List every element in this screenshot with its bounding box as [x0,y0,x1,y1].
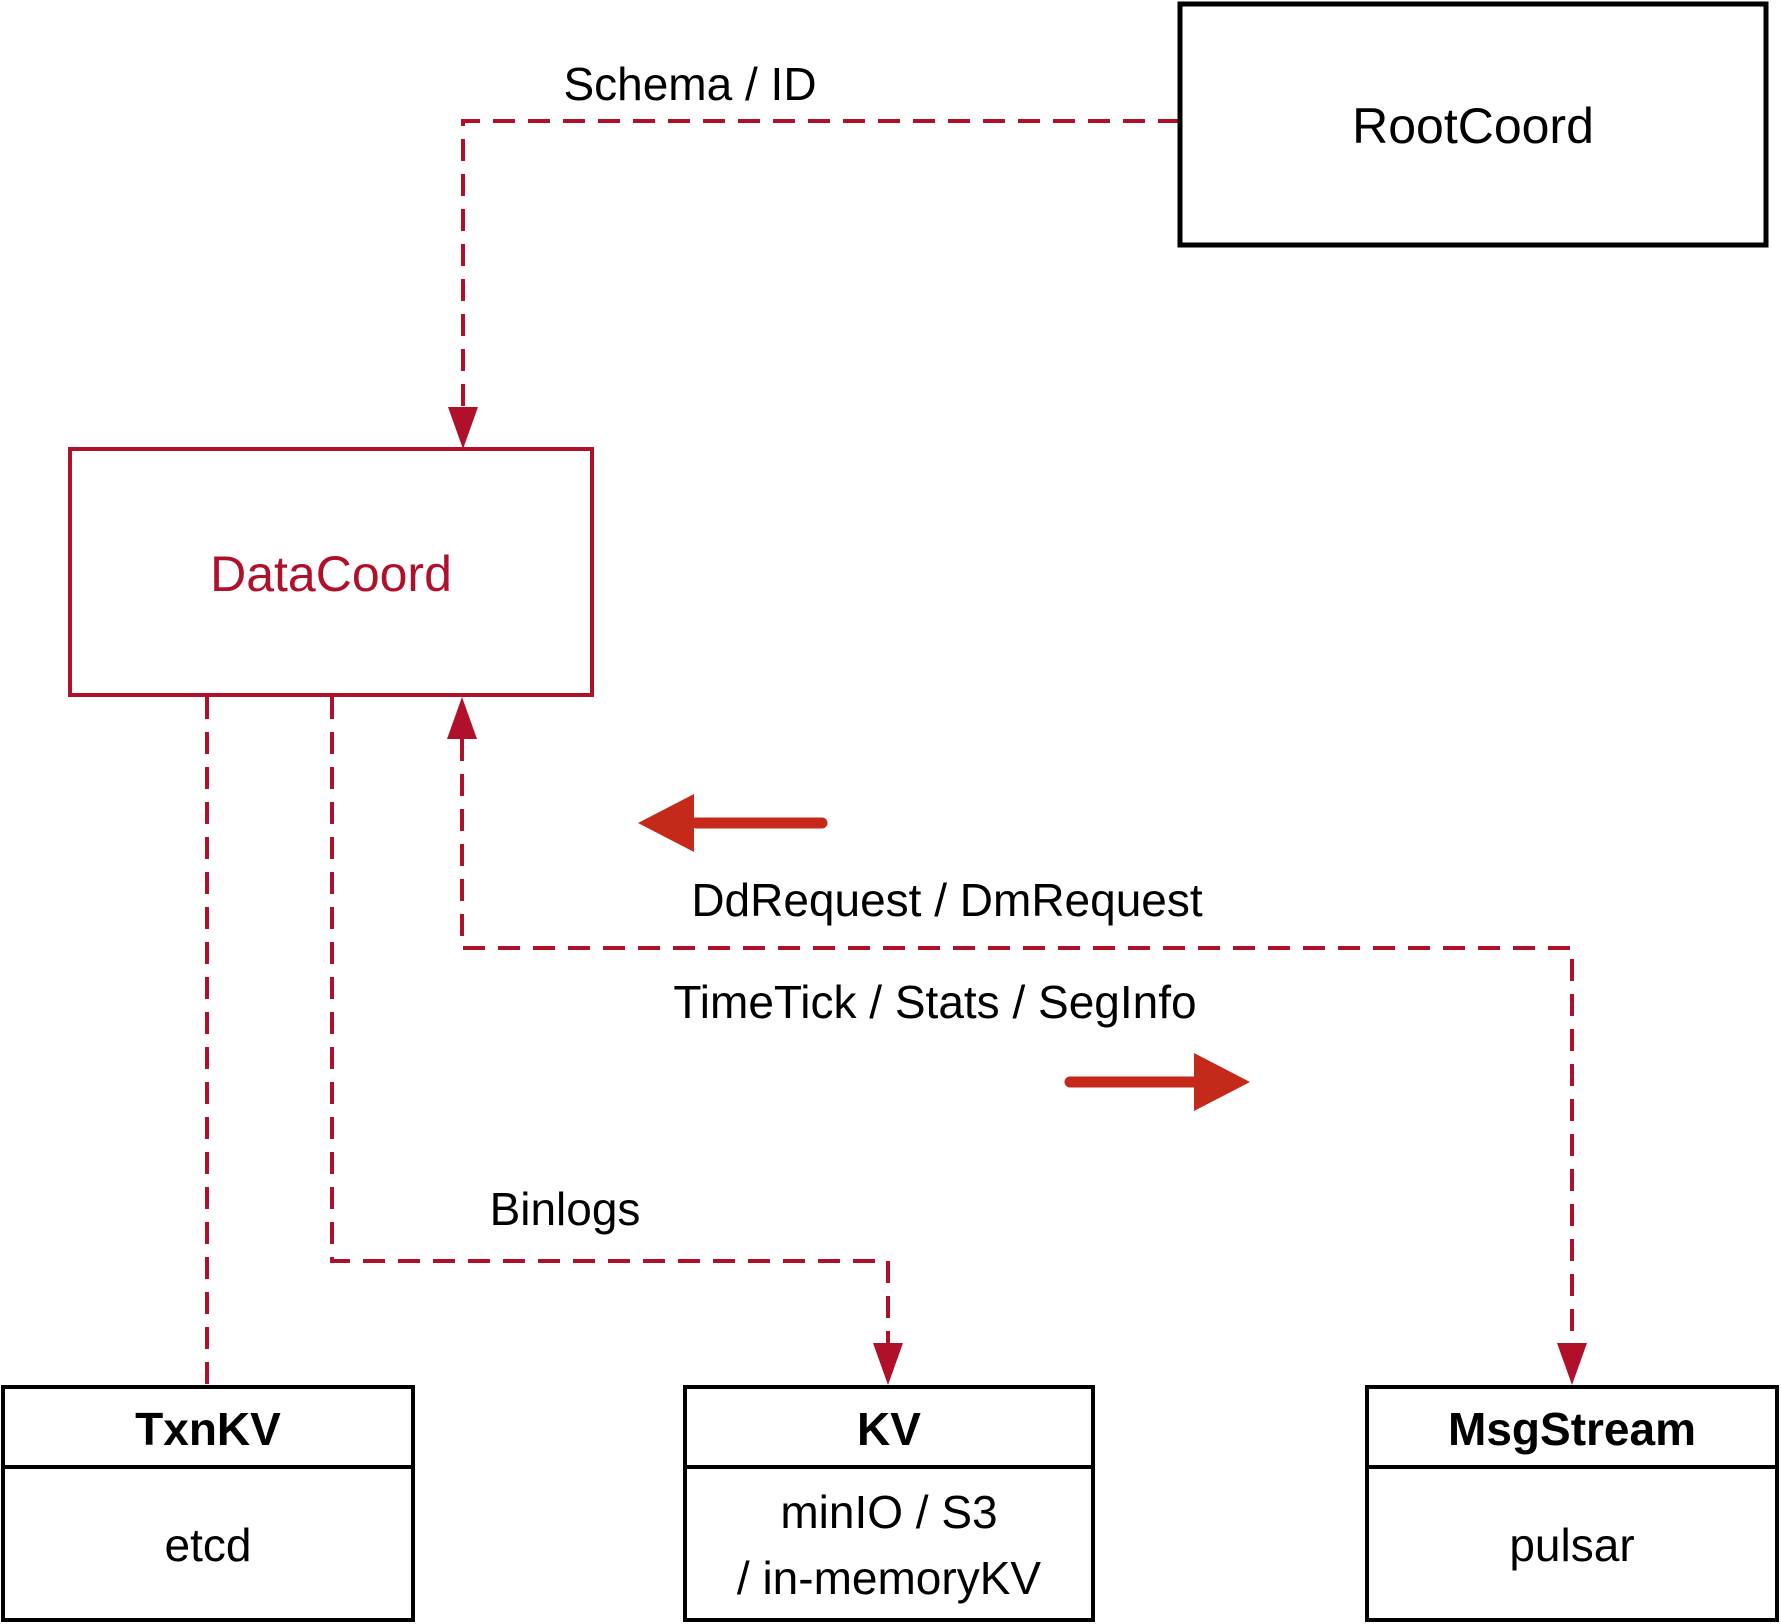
node-msgstream-title: MsgStream [1448,1403,1696,1455]
label-schema-id: Schema / ID [563,58,816,110]
node-datacoord-label: DataCoord [210,546,452,602]
edge-msgstream-arrowhead-down-icon [1557,1343,1587,1385]
node-kv-body-line-1: minIO / S3 [780,1486,997,1538]
edge-kv-arrowhead-down-icon [873,1343,903,1385]
node-kv-box [683,1385,1095,1622]
label-ddrequest-dmrequest: DdRequest / DmRequest [691,874,1203,926]
node-kv-title: KV [857,1403,921,1455]
edge-binlogs-path [330,697,890,1343]
node-rootcoord-label: RootCoord [1352,98,1594,154]
node-txnkv-title: TxnKV [135,1403,281,1455]
label-binlogs: Binlogs [490,1183,641,1235]
edge-schema-id-arrowhead-down-icon [448,407,478,449]
node-rootcoord-box [1177,1,1769,248]
edge-schema-id-path [461,119,1180,407]
node-datacoord-box [68,447,594,697]
edge-request-path [460,739,1574,1343]
node-msgstream-body: pulsar [1509,1519,1634,1571]
node-msgstream-box [1365,1385,1779,1622]
node-txnkv-box [1,1385,415,1622]
right-arrow-icon [1194,1053,1250,1111]
node-kv-body-line-2: / in-memoryKV [737,1552,1041,1604]
left-arrow-icon [638,794,694,852]
node-txnkv-body: etcd [165,1519,252,1571]
label-timetick-stats-seginfo: TimeTick / Stats / SegInfo [673,976,1196,1028]
edge-request-arrowhead-up-icon [447,697,477,739]
